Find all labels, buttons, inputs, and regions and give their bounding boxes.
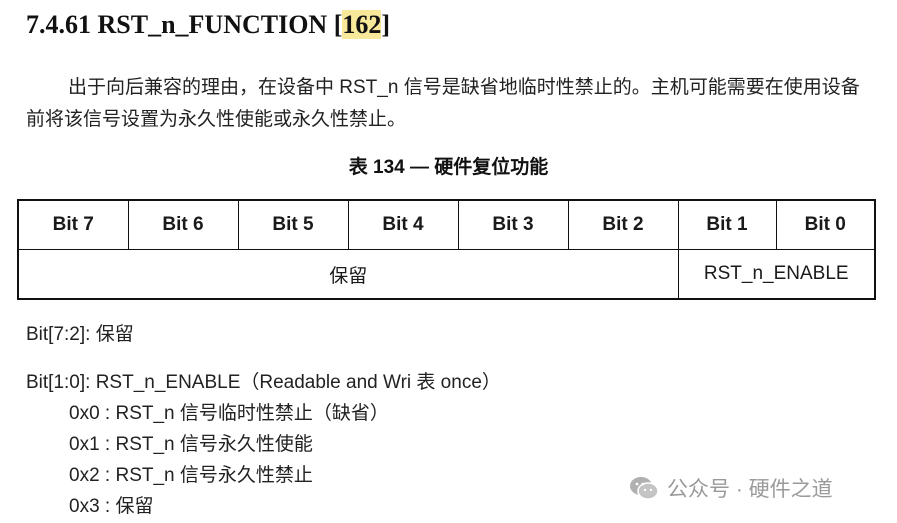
header-bit5: Bit 5 [237, 199, 349, 250]
watermark-text: 公众号 · 硬件之道 [667, 478, 833, 501]
reserved-cell: 保留 [17, 249, 679, 300]
section-title-close: ] [381, 10, 391, 39]
header-bit4: Bit 4 [347, 199, 459, 250]
table-row: 保留 RST_n_ENABLE [17, 249, 876, 300]
intro-paragraph: 出于向后兼容的理由，在设备中 RST_n 信号是缺省地临时性禁止的。主机可能需要… [26, 77, 860, 130]
section-heading: 7.4.61 RST_n_FUNCTION [162] [26, 10, 390, 40]
section-title: 7.4.61 RST_n_FUNCTION [ [26, 10, 343, 39]
reference-number[interactable]: 162 [342, 10, 382, 39]
value-0x2: 0x2 : RST_n 信号永久性禁止 [69, 465, 313, 486]
field-cell: RST_n_ENABLE [677, 249, 876, 300]
table-caption: 表 134 — 硬件复位功能 [348, 157, 549, 178]
header-bit6: Bit 6 [127, 199, 239, 250]
wechat-icon [630, 477, 659, 500]
header-bit0: Bit 0 [775, 199, 876, 250]
value-0x1: 0x1 : RST_n 信号永久性使能 [69, 434, 313, 455]
bit-table: Bit 7 Bit 6 Bit 5 Bit 4 Bit 3 Bit 2 Bit … [17, 199, 876, 300]
bit10-description: Bit[1:0]: RST_n_ENABLE（Readable and Wri … [26, 372, 501, 393]
header-bit3: Bit 3 [457, 199, 569, 250]
table-header-row: Bit 7 Bit 6 Bit 5 Bit 4 Bit 3 Bit 2 Bit … [17, 199, 876, 250]
header-bit1: Bit 1 [677, 199, 777, 250]
header-bit7: Bit 7 [17, 199, 129, 250]
value-0x3: 0x3 : 保留 [69, 496, 154, 517]
value-0x0: 0x0 : RST_n 信号临时性禁止（缺省） [69, 403, 389, 424]
watermark: 公众号 · 硬件之道 [629, 473, 833, 503]
bit72-description: Bit[7:2]: 保留 [26, 324, 134, 345]
header-bit2: Bit 2 [567, 199, 679, 250]
